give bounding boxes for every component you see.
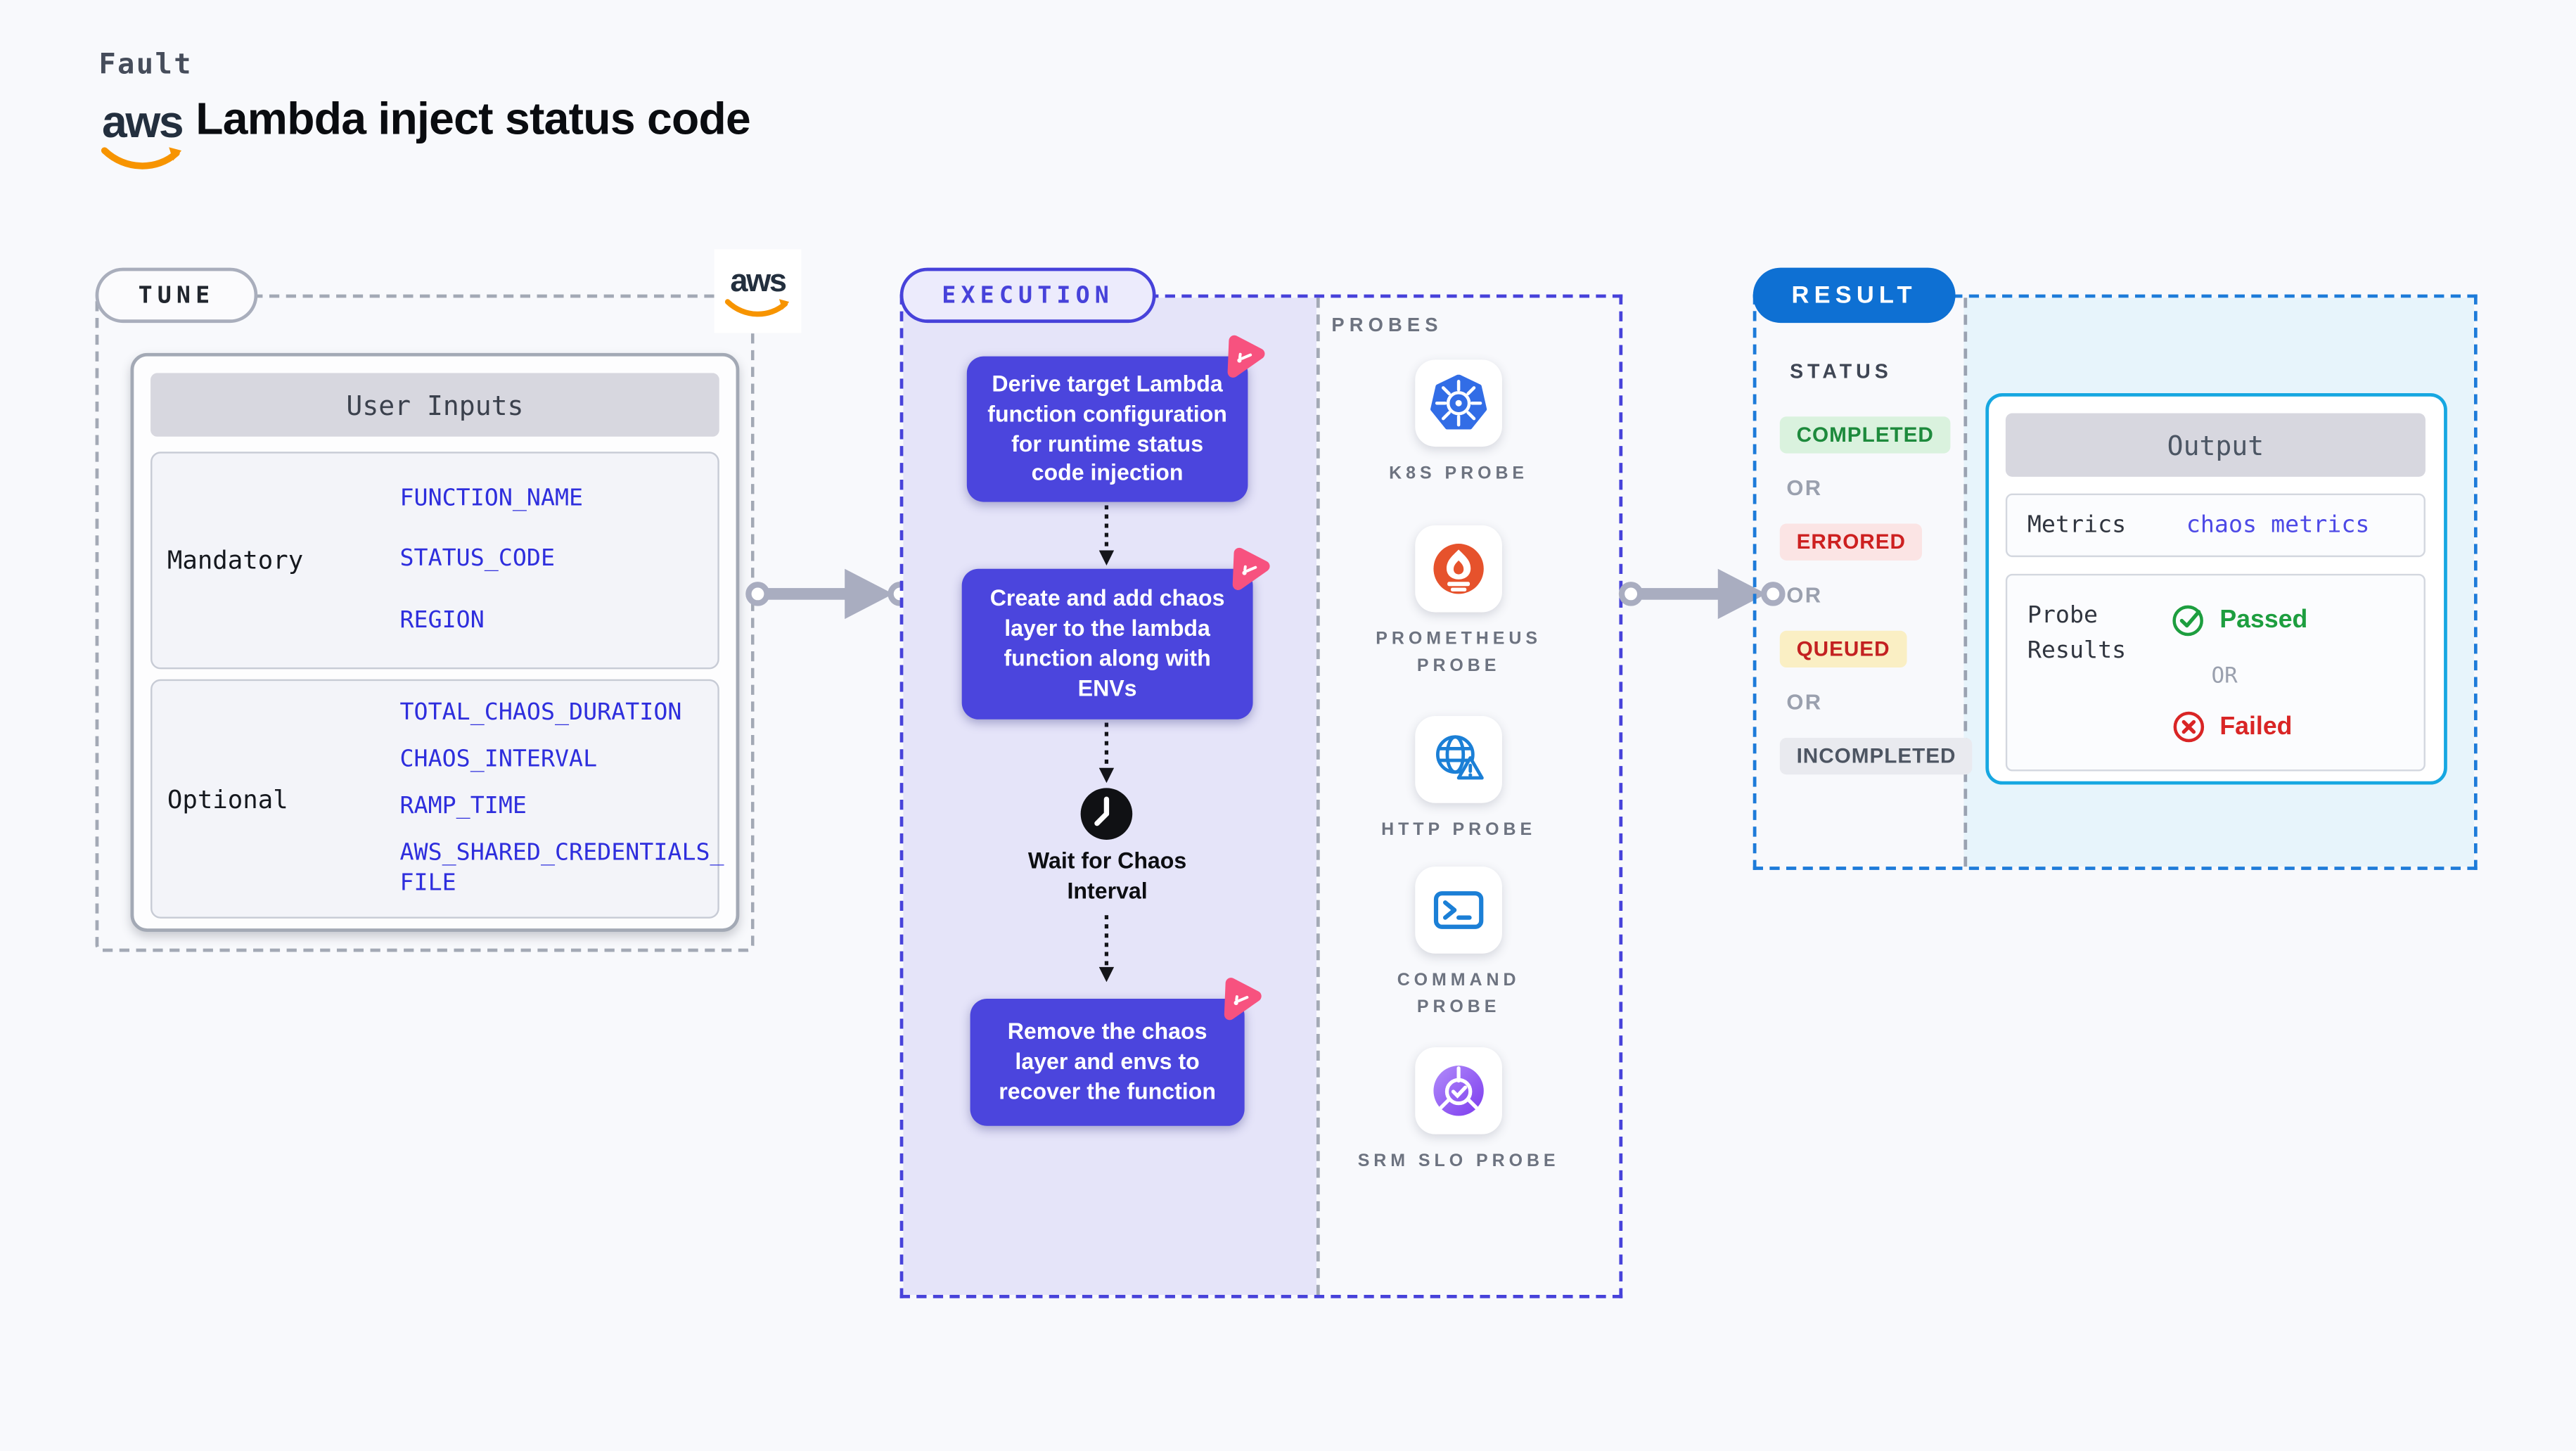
step-add-chaos-layer: Create and add chaos layer to the lambda… bbox=[961, 547, 1270, 720]
passed-verdict: Passed bbox=[2171, 602, 2307, 637]
env-var: RAMP_TIME bbox=[399, 793, 527, 820]
step-text: Derive target Lambda function configurat… bbox=[987, 371, 1227, 486]
env-var: CHAOS_INTERVAL bbox=[399, 746, 598, 773]
probe-prometheus: PROMETHEUS PROBE bbox=[1352, 525, 1565, 680]
output-title: Output bbox=[2005, 413, 2426, 477]
probe-label: PROMETHEUS PROBE bbox=[1376, 629, 1542, 676]
probe-card bbox=[1415, 867, 1502, 954]
terminal-icon bbox=[1433, 891, 1484, 929]
or-separator: OR bbox=[1786, 689, 1823, 715]
probe-srm-slo: SRM SLO PROBE bbox=[1352, 1047, 1565, 1176]
probes-title: PROBES bbox=[1331, 316, 1443, 337]
status-badge-incompleted: INCOMPLETED bbox=[1779, 737, 1973, 775]
probe-label: COMMAND PROBE bbox=[1397, 970, 1520, 1017]
mandatory-row: Mandatory FUNCTION_NAME STATUS_CODE REGI… bbox=[150, 452, 719, 670]
status-title: STATUS bbox=[1790, 359, 1892, 383]
probe-http: HTTP PROBE bbox=[1352, 716, 1565, 845]
status-badge-completed: COMPLETED bbox=[1779, 416, 1951, 454]
aws-corner-logo: aws bbox=[714, 249, 802, 333]
probes-divider bbox=[1316, 298, 1320, 1296]
metrics-value: chaos metrics bbox=[2186, 511, 2370, 539]
user-inputs-title: User Inputs bbox=[150, 373, 719, 437]
probe-label: SRM SLO PROBE bbox=[1357, 1151, 1560, 1171]
output-card: Output Metrics chaos metrics Probe Resul… bbox=[1985, 392, 2447, 785]
page-title: Lambda inject status code bbox=[196, 94, 751, 144]
globe-warning-icon bbox=[1436, 735, 1484, 780]
result-pill: RESULT bbox=[1752, 267, 1956, 324]
probe-card bbox=[1415, 525, 1502, 613]
metrics-label: Metrics bbox=[2027, 511, 2127, 539]
passed-label: Passed bbox=[2219, 606, 2308, 634]
step-text: Create and add chaos layer to the lambda… bbox=[989, 586, 1225, 701]
env-var: FUNCTION_NAME bbox=[399, 485, 584, 512]
prometheus-flame-icon bbox=[1433, 544, 1484, 594]
or-separator: OR bbox=[2211, 664, 2238, 689]
check-circle-icon bbox=[2172, 605, 2203, 637]
env-var: AWS_SHARED_CREDENTIALS_FILE bbox=[399, 840, 724, 897]
aws-logo: aws bbox=[96, 96, 189, 179]
x-circle-icon bbox=[2173, 711, 2205, 743]
or-separator: OR bbox=[1786, 475, 1823, 501]
probe-results-row: Probe Results Passed OR Failed bbox=[2005, 573, 2426, 772]
execution-pill: EXECUTION bbox=[899, 267, 1156, 324]
fault-kicker: Fault bbox=[98, 48, 193, 82]
flow-arrow-right-icon bbox=[745, 568, 912, 620]
optional-label: Optional bbox=[167, 784, 288, 814]
kubernetes-wheel-icon bbox=[1430, 374, 1487, 430]
optional-row: Optional TOTAL_CHAOS_DURATION CHAOS_INTE… bbox=[150, 679, 724, 919]
litmus-chaos-icon bbox=[1224, 978, 1262, 1021]
wait-interval-label: Wait for Chaos Interval bbox=[1027, 848, 1187, 903]
litmus-chaos-icon bbox=[1232, 547, 1270, 590]
probe-results-label: Probe Results bbox=[2027, 602, 2127, 665]
env-var: REGION bbox=[399, 606, 485, 634]
srm-gauge-check-icon bbox=[1433, 1066, 1484, 1116]
status-badge-errored: ERRORED bbox=[1779, 523, 1923, 561]
status-badge-queued: QUEUED bbox=[1779, 630, 1907, 668]
litmus-chaos-icon bbox=[1227, 335, 1265, 378]
probe-label: K8S PROBE bbox=[1389, 463, 1529, 484]
tune-section-box bbox=[95, 294, 755, 952]
probe-command: COMMAND PROBE bbox=[1352, 867, 1565, 1021]
failed-verdict: Failed bbox=[2171, 710, 2292, 745]
metrics-row: Metrics chaos metrics bbox=[2005, 493, 2426, 558]
clock-icon bbox=[1080, 788, 1133, 840]
probe-card bbox=[1415, 359, 1502, 447]
probe-k8s: K8S PROBE bbox=[1352, 359, 1565, 488]
aws-logo-text: aws bbox=[102, 96, 184, 148]
aws-logo-text: aws bbox=[730, 263, 787, 299]
user-inputs-card: User Inputs Mandatory FUNCTION_NAME STAT… bbox=[130, 352, 740, 932]
mandatory-values: FUNCTION_NAME STATUS_CODE REGION bbox=[399, 454, 727, 667]
step-text: Remove the chaos layer and envs to recov… bbox=[999, 1019, 1216, 1104]
env-var: TOTAL_CHAOS_DURATION bbox=[399, 698, 682, 726]
tune-pill: TUNE bbox=[95, 267, 258, 324]
or-separator: OR bbox=[1786, 582, 1823, 608]
step-remove-chaos-layer: Remove the chaos layer and envs to recov… bbox=[970, 978, 1262, 1126]
failed-label: Failed bbox=[2219, 712, 2293, 741]
probe-card bbox=[1415, 716, 1502, 803]
step-derive-config: Derive target Lambda function configurat… bbox=[966, 335, 1265, 502]
aws-smile-icon bbox=[724, 298, 790, 317]
probe-label: HTTP PROBE bbox=[1381, 819, 1537, 840]
flow-arrow-down-icon bbox=[1098, 722, 1115, 784]
probe-card bbox=[1415, 1047, 1502, 1134]
mandatory-label: Mandatory bbox=[167, 545, 304, 576]
aws-smile-icon bbox=[101, 147, 182, 170]
env-var: STATUS_CODE bbox=[399, 546, 556, 573]
flow-arrow-down-icon bbox=[1098, 915, 1115, 983]
flow-arrow-right-icon bbox=[1618, 568, 1786, 620]
optional-values: TOTAL_CHAOS_DURATION CHAOS_INTERVAL RAMP… bbox=[399, 681, 727, 916]
result-divider bbox=[1963, 298, 1968, 867]
flow-arrow-down-icon bbox=[1098, 505, 1115, 565]
